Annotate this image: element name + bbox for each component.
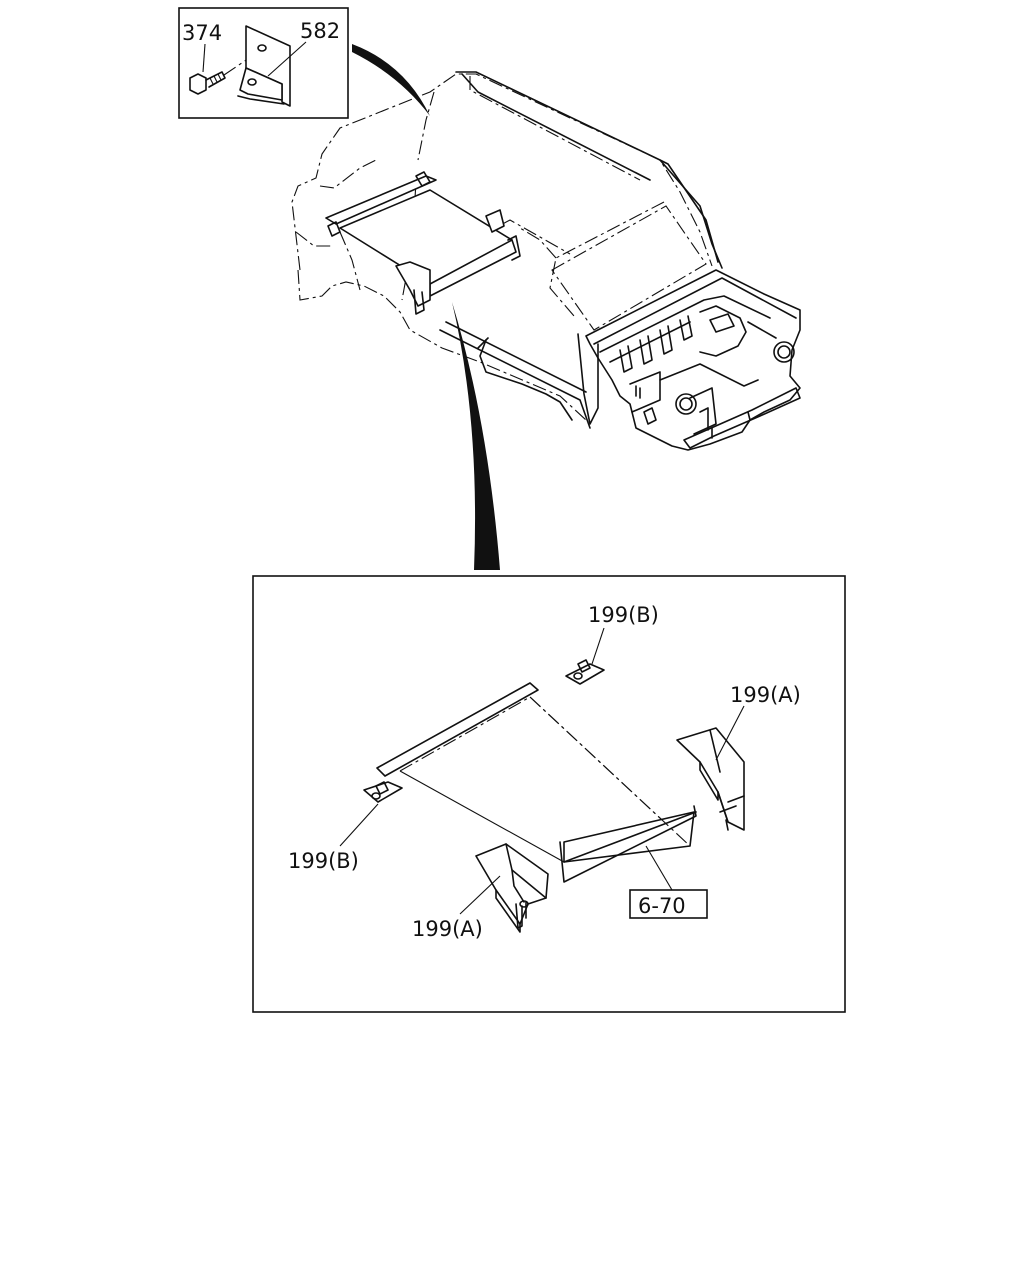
callout-582: 582 bbox=[300, 19, 340, 43]
vehicle-body bbox=[291, 71, 801, 451]
reference-box bbox=[629, 889, 708, 919]
callout-199b-top: 199(B) bbox=[588, 603, 659, 627]
callout-374: 374 bbox=[182, 21, 222, 45]
callout-199a-right: 199(A) bbox=[730, 683, 801, 707]
callout-199b-left: 199(B) bbox=[288, 849, 359, 873]
clip-199b-top bbox=[565, 659, 605, 685]
rear-cross-strip bbox=[376, 682, 539, 777]
detail-inset-frame bbox=[178, 7, 349, 119]
bracket-199a-front bbox=[475, 843, 549, 933]
bracket-199a-right bbox=[676, 727, 745, 831]
enlargement-pointer bbox=[452, 302, 500, 570]
floor-panel-6-70 bbox=[399, 696, 697, 883]
inset-pointer bbox=[352, 44, 430, 116]
callout-199a-front: 199(A) bbox=[412, 917, 483, 941]
detail-inset: 374 582 bbox=[178, 7, 349, 119]
enlarged-view: 199(B) 199(B) 199(A) bbox=[252, 575, 846, 1013]
bracket-582 bbox=[237, 25, 291, 107]
reference-6-70: 6-70 bbox=[638, 894, 686, 918]
clip-199b-left bbox=[363, 781, 403, 803]
enlarged-view-frame bbox=[252, 575, 846, 1013]
vehicle-floor-panel bbox=[325, 171, 521, 315]
